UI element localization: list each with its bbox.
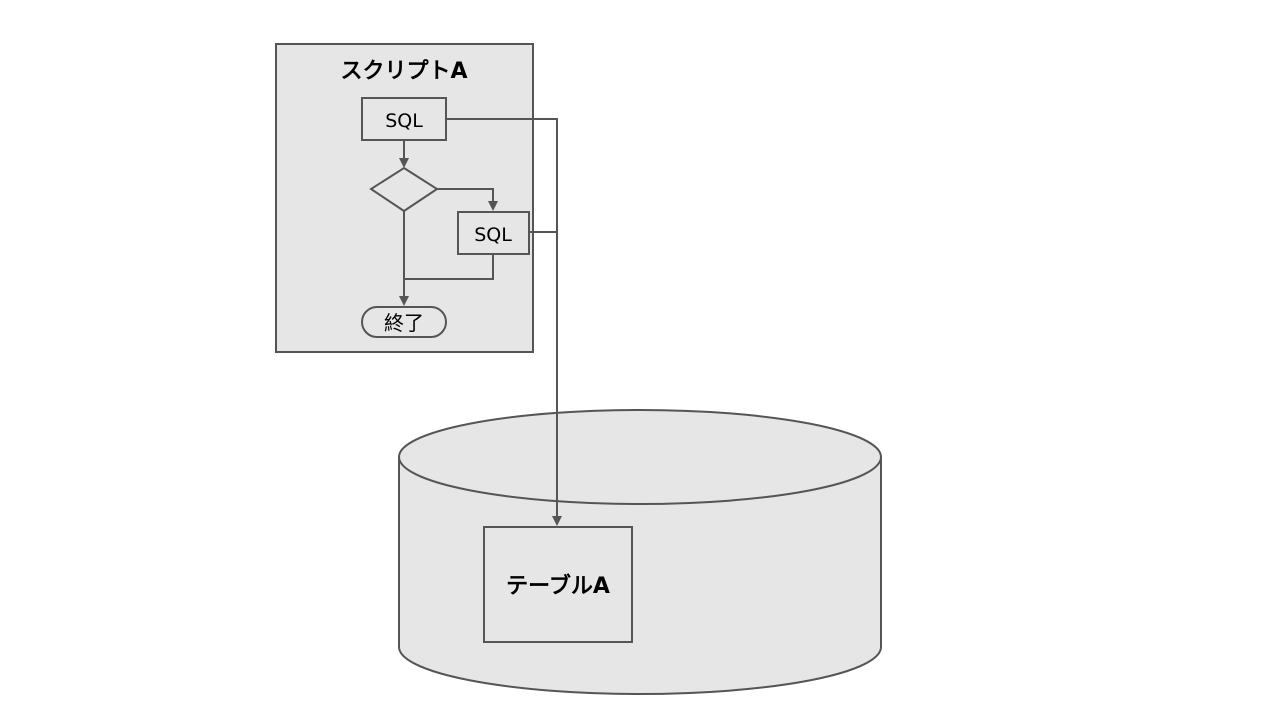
script-title: スクリプトA [340,59,467,84]
line-sql2-to-merge [404,254,494,280]
table-label: テーブルA [506,573,610,599]
sql-box-1[interactable] [361,97,447,141]
connector-sql1-to-table [446,118,562,526]
sql-node-1[interactable]: SQL [361,97,447,141]
end-label: 終了 [384,311,424,335]
sql-label-2: SQL [474,224,512,246]
end-node[interactable]: 終了 [361,306,447,338]
arrow-decision-to-sql2 [437,188,498,211]
database-top [398,409,882,505]
table-node[interactable]: テーブルA [483,526,633,643]
database-cylinder [398,409,882,695]
sql-label-1: SQL [385,110,423,132]
end-terminator[interactable] [361,306,447,338]
sql-node-2[interactable]: SQL [457,211,530,255]
table-box[interactable] [483,526,633,643]
